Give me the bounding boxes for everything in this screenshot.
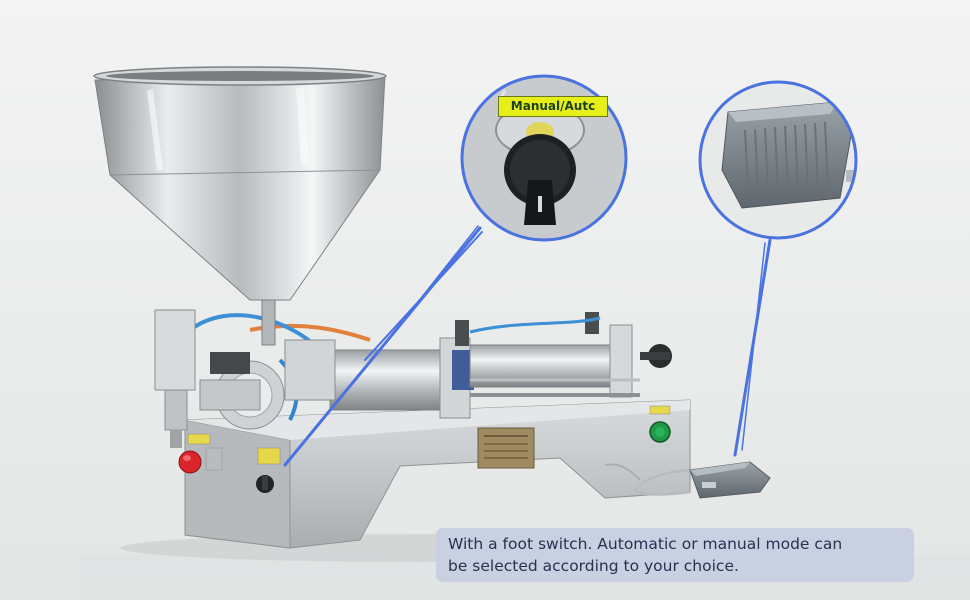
callout-pointers xyxy=(283,225,772,467)
foot-switch xyxy=(604,461,771,499)
filling-machine xyxy=(93,66,720,562)
zoom-circle-foot-switch xyxy=(698,80,858,240)
emergency-stop-button xyxy=(178,433,223,474)
caption-box: With a foot switch. Automatic or manual … xyxy=(436,528,914,582)
piston-assembly xyxy=(329,312,672,419)
valve-and-nozzle xyxy=(154,309,336,448)
mode-selector-label: Manual/Autc xyxy=(498,96,608,117)
hopper xyxy=(93,66,387,346)
start-button xyxy=(649,405,671,443)
caption-line-1: With a foot switch. Automatic or manual … xyxy=(448,535,843,553)
nameplate xyxy=(477,427,535,469)
zoom-circle-mode-selector xyxy=(460,74,628,242)
mode-selector-knob xyxy=(256,447,281,493)
caption-line-2: be selected according to your choice. xyxy=(448,557,739,575)
